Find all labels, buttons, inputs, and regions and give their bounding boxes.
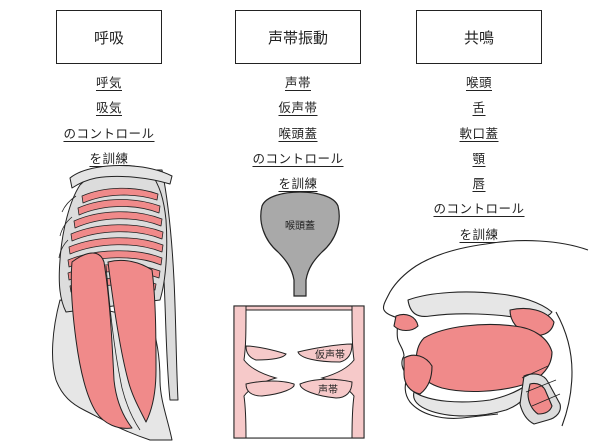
resonance-title-box: 共鳴 — [416, 10, 542, 64]
resonance-item: のコントロール — [433, 201, 525, 217]
intercostal-muscle-2 — [77, 199, 161, 216]
rib-line — [59, 216, 73, 237]
resonance-item: 軟口蓋 — [459, 125, 499, 141]
rib-line — [58, 239, 69, 259]
breathing-item-list: 呼気 吸気 のコントロール を訓練 — [56, 70, 162, 171]
breathing-item: のコントロール — [63, 125, 155, 141]
false-vocal-fold-label: 仮声帯 — [315, 348, 345, 361]
vocal-fold-item: を訓練 — [278, 176, 318, 192]
upper-lip-muscle — [393, 313, 419, 332]
resonance-item: 唇 — [472, 176, 486, 192]
breathing-title-box: 呼吸 — [56, 10, 162, 64]
torso-illustration — [52, 165, 179, 441]
vocal-tract-illustration — [382, 240, 589, 427]
rib-line — [61, 195, 77, 213]
vocal-fold-label: 声帯 — [318, 383, 338, 396]
vocal-fold-right — [299, 378, 353, 399]
intercostal-muscle-4 — [70, 224, 164, 242]
pharynx-wall — [555, 311, 573, 427]
clavicle-shape — [69, 165, 173, 189]
trachea-line — [525, 379, 557, 393]
epiglottis-illustration: 喉頭蓋 — [260, 191, 340, 297]
rectus-abdominis-muscle — [70, 252, 133, 429]
vocal-fold-item: 声帯 — [284, 75, 311, 90]
resonance-item-list: 喉頭 舌 軟口蓋 顎 唇 のコントロール を訓練 — [416, 70, 542, 247]
intercostal-muscle-1 — [81, 187, 159, 204]
trachea-line — [521, 365, 549, 379]
vocal-fold-item-list: 声帯 仮声帯 喉頭蓋 のコントロール を訓練 — [235, 70, 361, 196]
resonance-item: を訓練 — [459, 226, 499, 242]
epiglottis-shape — [260, 191, 340, 297]
trachea-line — [531, 393, 561, 407]
oblique-muscle — [107, 259, 157, 423]
breathing-item: 吸気 — [95, 100, 122, 116]
vocal-fold-item: 仮声帯 — [278, 100, 318, 116]
breathing-item: 呼気 — [95, 75, 122, 90]
vocal-fold-item: のコントロール — [252, 150, 344, 166]
resonance-item: 顎 — [472, 150, 486, 166]
resonance-title: 共鳴 — [463, 28, 494, 47]
resonance-item: 喉頭 — [465, 75, 492, 90]
intercostal-muscle-5 — [68, 237, 164, 255]
breathing-title: 呼吸 — [93, 28, 124, 47]
vocal-fold-title: 声帯振動 — [267, 28, 328, 47]
right-wall — [320, 305, 365, 439]
intercostal-muscle-3 — [73, 211, 163, 229]
false-vocal-fold-right — [297, 343, 353, 363]
false-vocal-fold-left — [245, 345, 287, 361]
epiglottis-label: 喉頭蓋 — [285, 220, 315, 232]
vocal-fold-left — [245, 380, 295, 397]
vocal-fold-title-box: 声帯振動 — [235, 10, 361, 64]
vocal-fold-item: 喉頭蓋 — [278, 125, 318, 141]
lower-lip-muscle — [403, 354, 433, 395]
vocal-fold-illustration: 仮声帯 声帯 — [233, 305, 365, 439]
resonance-item: 舌 — [472, 100, 486, 116]
muscle-divider-line — [105, 265, 141, 431]
left-wall — [233, 305, 278, 439]
breathing-item: を訓練 — [89, 150, 129, 166]
larynx-muscle — [527, 382, 553, 415]
